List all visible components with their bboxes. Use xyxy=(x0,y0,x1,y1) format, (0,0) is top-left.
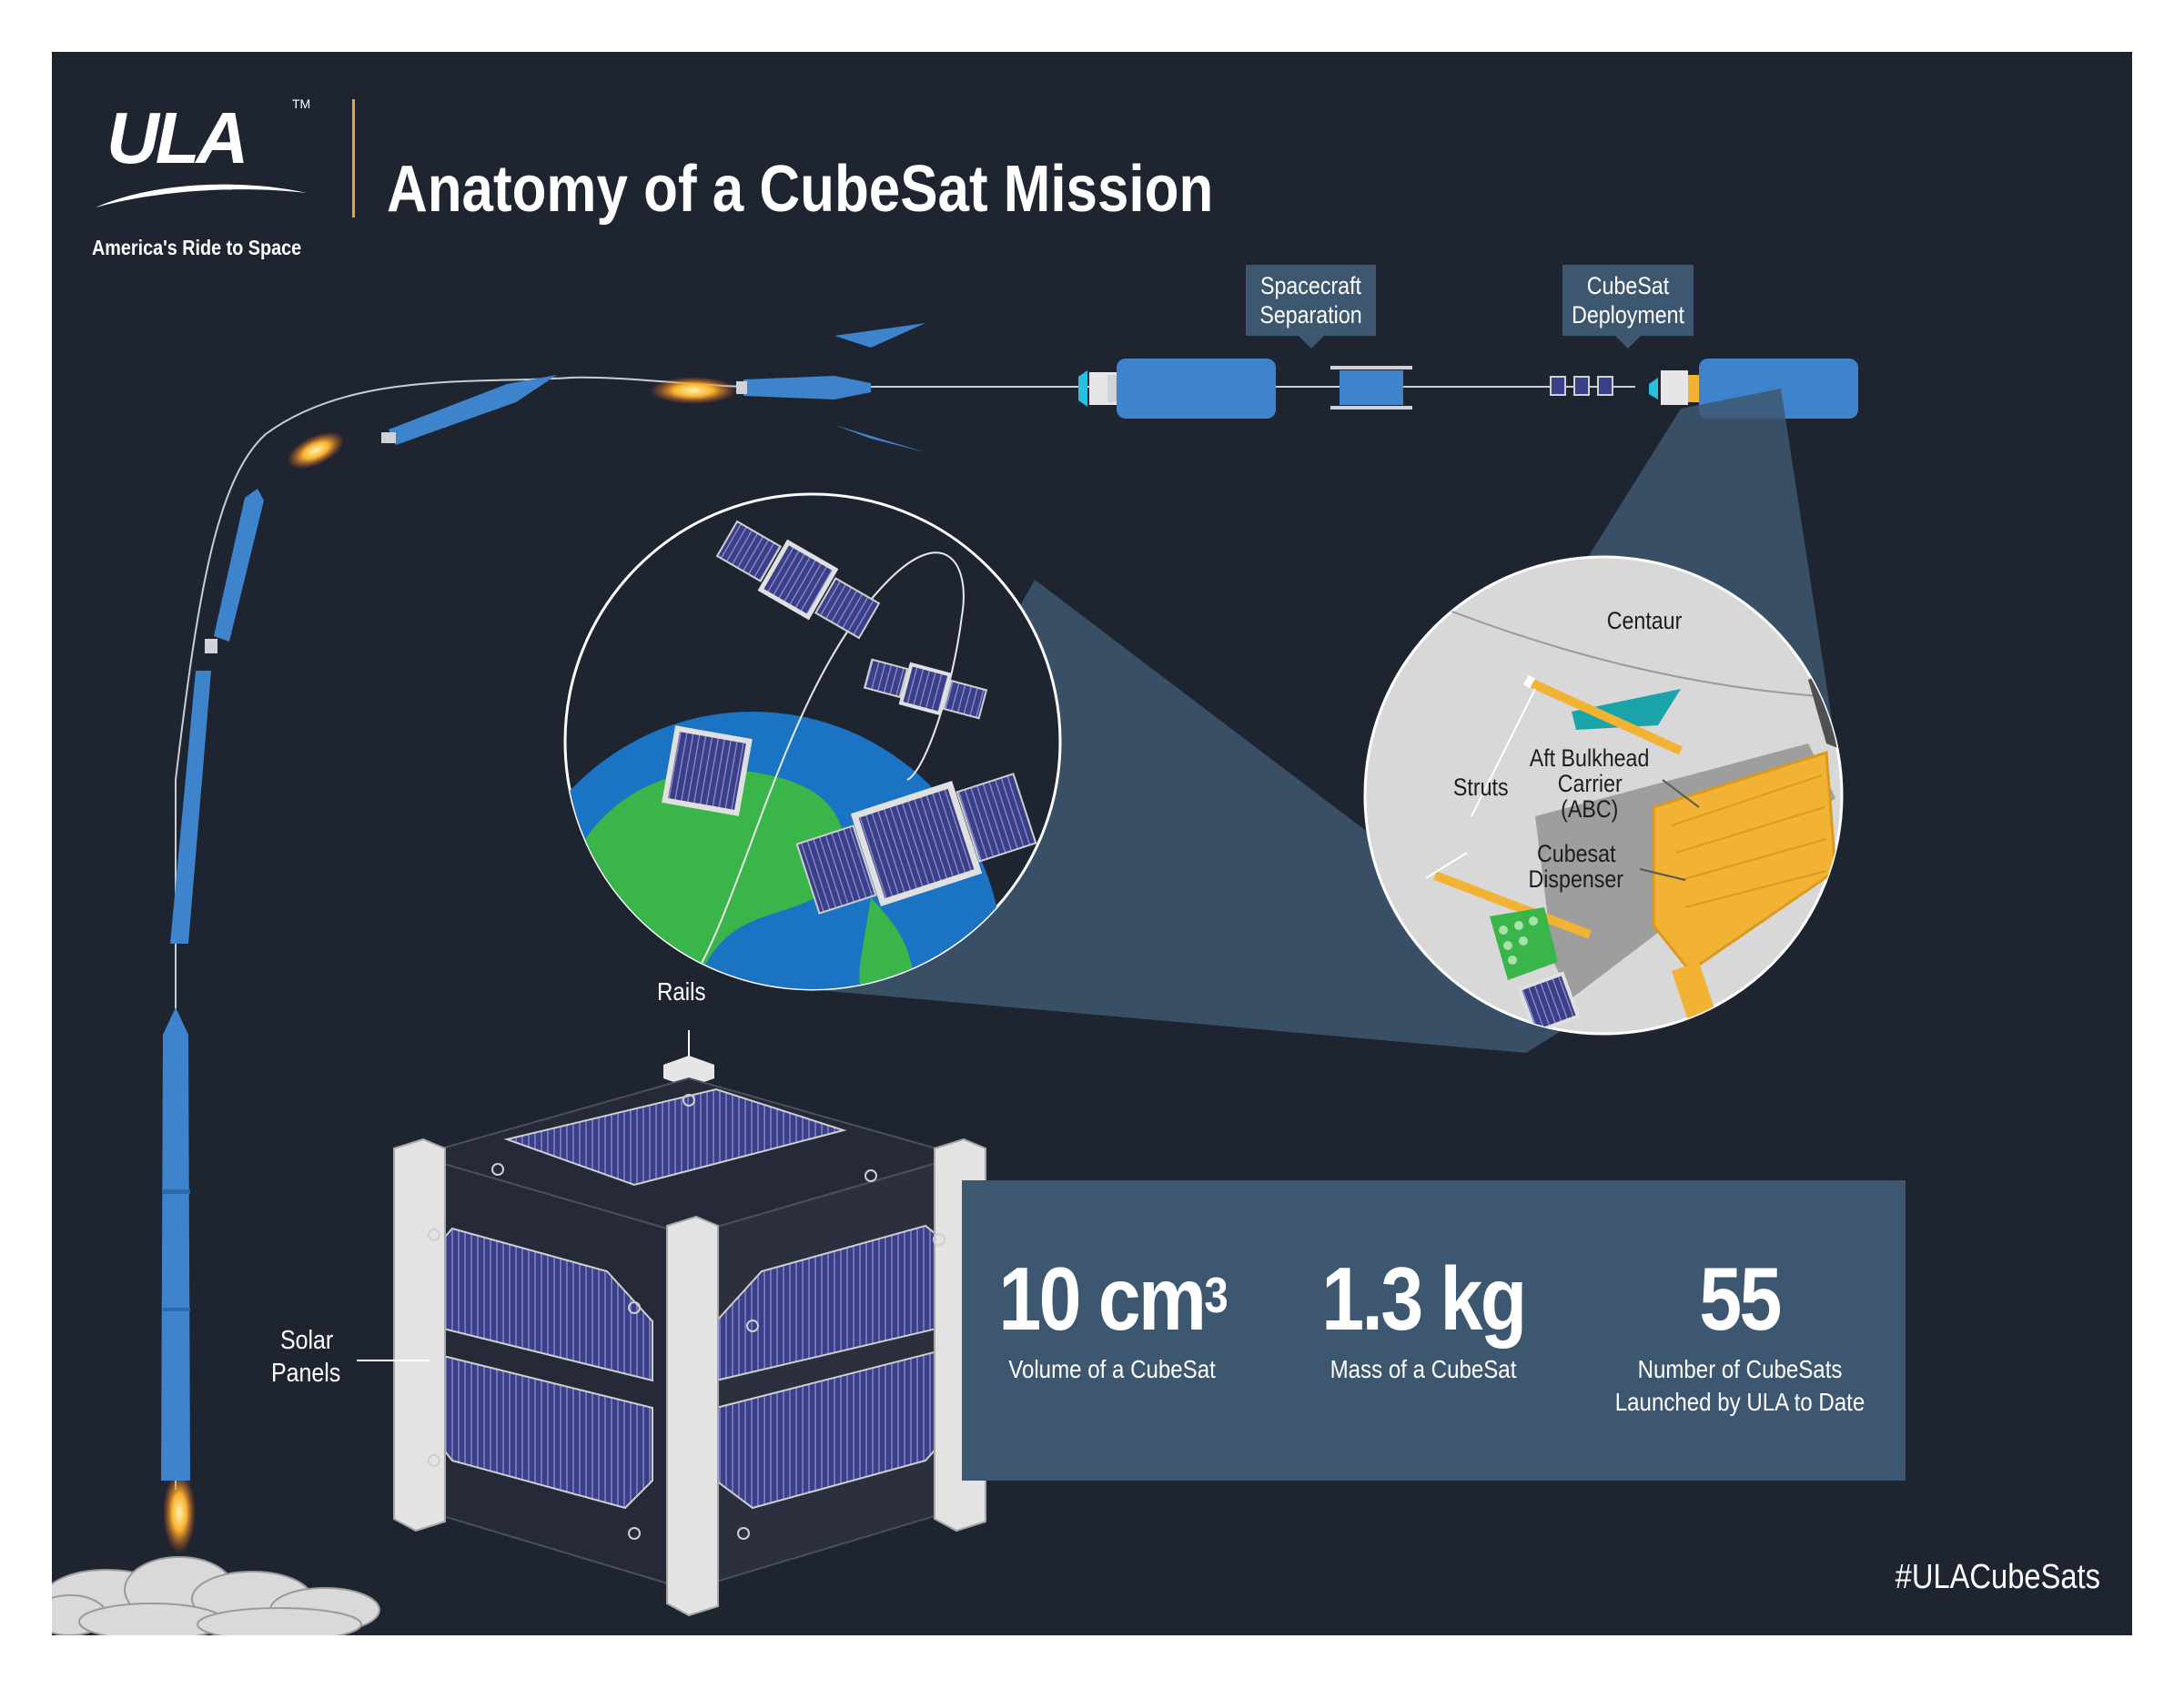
deployed-cubesats xyxy=(1550,376,1613,396)
stat-volume: 10 cm3 Volume of a CubeSat xyxy=(962,1253,1262,1386)
label-cubesat-dispenser: Cubesat Dispenser xyxy=(1528,840,1624,893)
page-title: Anatomy of a CubeSat Mission xyxy=(387,153,1214,226)
stat-value: 55 xyxy=(1699,1249,1783,1349)
stat-label: Volume of a CubeSat xyxy=(1008,1355,1216,1383)
ula-wordmark: ULA xyxy=(106,97,248,178)
ula-logo: ULA TM America's Ride to Space xyxy=(88,93,325,266)
logo-swoosh-icon xyxy=(96,184,307,207)
stat-count: 55 Number of CubeSats Launched by ULA to… xyxy=(1590,1253,1890,1419)
callout-line: Separation xyxy=(1259,301,1362,329)
stat-value: 1.3 kg xyxy=(1321,1249,1527,1349)
label-struts: Struts xyxy=(1452,774,1509,801)
hashtag: #ULACubeSats xyxy=(1895,1558,2100,1596)
stat-mass: 1.3 kg Mass of a CubeSat xyxy=(1273,1253,1573,1386)
orbit-cubesat-1 xyxy=(715,520,881,640)
orbit-cubesat-3 xyxy=(662,725,753,816)
label-solar-panels: Solar Panels xyxy=(270,1326,340,1388)
abc-leader xyxy=(1662,779,1700,808)
stat-label: Number of CubeSats xyxy=(1637,1355,1843,1383)
callout-spacecraft-separation: Spacecraft Separation xyxy=(1246,265,1376,349)
fairing-separation xyxy=(736,323,925,452)
stat-label: Mass of a CubeSat xyxy=(1330,1355,1517,1383)
orbit-cubesat-4 xyxy=(795,773,1037,915)
launch-flame xyxy=(163,1472,196,1553)
launch-smoke xyxy=(52,1556,380,1635)
struts-leader-1 xyxy=(1471,688,1536,817)
logo-divider xyxy=(352,99,355,217)
callout-line: Deployment xyxy=(1572,301,1684,329)
label-aft-bulkhead-carrier: Aft Bulkhead Carrier (ABC) xyxy=(1530,744,1650,823)
cubesat-illustration xyxy=(357,1030,986,1617)
struts-leader-2 xyxy=(1425,852,1468,879)
launch-rocket xyxy=(161,1007,190,1481)
fairing-flame xyxy=(650,377,737,404)
dispenser-inset xyxy=(1363,555,1844,1036)
callout-line: CubeSat xyxy=(1586,272,1670,299)
stats-panel: 10 cm3 Volume of a CubeSat 1.3 kg Mass o… xyxy=(962,1180,1906,1481)
ascent-rocket xyxy=(170,489,264,944)
centaur-stage-1 xyxy=(1078,359,1276,419)
orbit-inset xyxy=(563,492,1062,991)
infographic-poster: ULA TM America's Ride to Space Anatomy o… xyxy=(52,52,2132,1635)
infographic-artwork xyxy=(52,323,1858,1635)
trademark-symbol: TM xyxy=(292,96,311,111)
stage-flame xyxy=(287,431,345,470)
stat-label: Launched by ULA to Date xyxy=(1614,1388,1866,1416)
logo-tagline: America's Ride to Space xyxy=(92,236,302,259)
label-centaur: Centaur xyxy=(1606,607,1683,634)
callout-cubesat-deployment: CubeSat Deployment xyxy=(1562,265,1694,349)
orbit-cubesat-2 xyxy=(863,658,988,720)
separated-payload xyxy=(1330,366,1412,410)
callout-line: Spacecraft xyxy=(1259,272,1361,299)
stat-value: 10 cm3 xyxy=(998,1249,1228,1349)
dispenser-leader xyxy=(1639,868,1686,881)
upper-stage-rocket xyxy=(381,375,557,445)
trajectory-line xyxy=(175,376,1635,1490)
label-rails: Rails xyxy=(657,977,706,1006)
